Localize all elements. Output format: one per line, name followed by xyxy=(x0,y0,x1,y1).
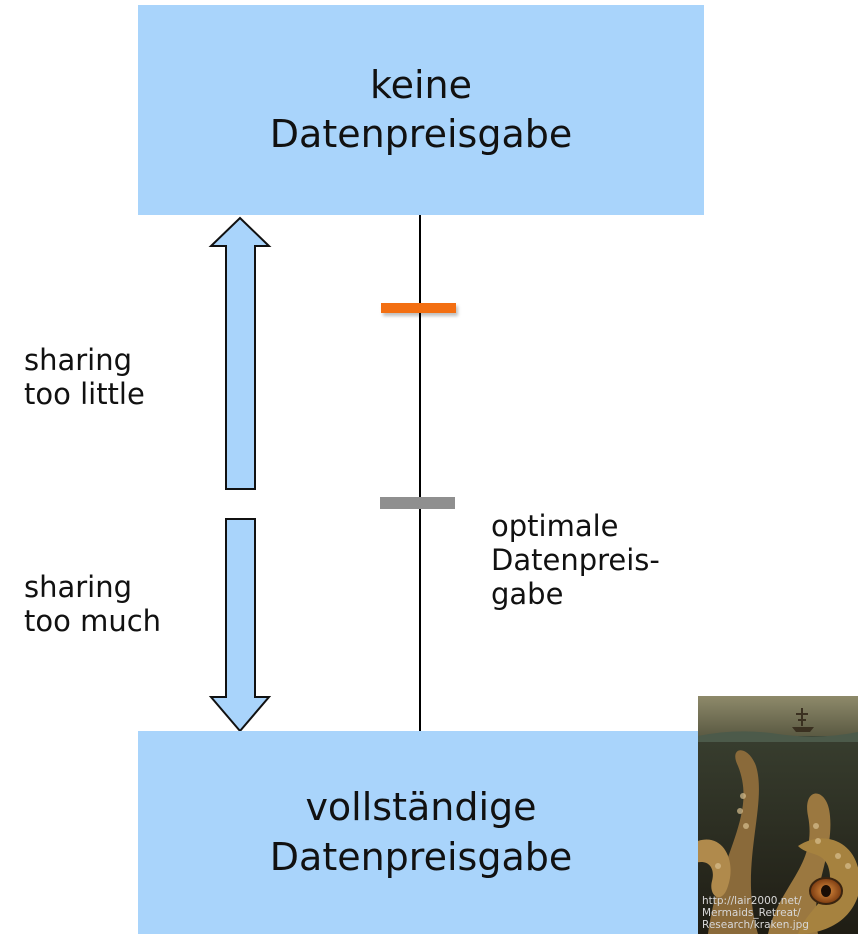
optimal-disclosure-label: optimale Datenpreis- gabe xyxy=(491,509,660,612)
sharing-too-little-line-2: too little xyxy=(24,377,145,412)
sharing-too-much-label: sharing too much xyxy=(24,570,161,638)
optimal-label-line-2: Datenpreis- xyxy=(491,543,660,578)
credit-line-2: Mermaids_Retreat/ xyxy=(702,906,801,919)
sharing-too-much-line-2: too much xyxy=(24,604,162,639)
sharing-too-much-line-1: sharing xyxy=(24,570,133,604)
credit-line-3: Research/kraken.jpg xyxy=(702,918,809,931)
up-arrow-icon xyxy=(208,216,272,490)
bottom-box-line-1: vollständige xyxy=(305,785,537,830)
optimal-label-line-1: optimale xyxy=(491,509,619,543)
current-disclosure-marker xyxy=(381,303,456,313)
bottom-box-full-data-disclosure: vollständige Datenpreisgabe xyxy=(138,731,704,934)
image-credit-url: http://lair2000.net/ Mermaids_Retreat/ R… xyxy=(702,895,852,932)
top-box-no-data-disclosure: keine Datenpreisgabe xyxy=(138,5,704,215)
down-arrow-icon xyxy=(208,518,272,733)
top-box-line-1: keine xyxy=(369,62,473,107)
sharing-too-little-label: sharing too little xyxy=(24,343,145,411)
sharing-too-little-line-1: sharing xyxy=(24,343,133,377)
optimal-label-line-3: gabe xyxy=(491,577,564,612)
bottom-box-line-2: Datenpreisgabe xyxy=(269,834,573,879)
optimal-disclosure-marker xyxy=(380,497,455,509)
top-box-line-2: Datenpreisgabe xyxy=(269,112,573,156)
credit-line-1: http://lair2000.net/ xyxy=(702,895,802,907)
disclosure-axis-line xyxy=(419,215,421,731)
kraken-illustration xyxy=(698,696,858,934)
kraken-image xyxy=(698,696,858,934)
